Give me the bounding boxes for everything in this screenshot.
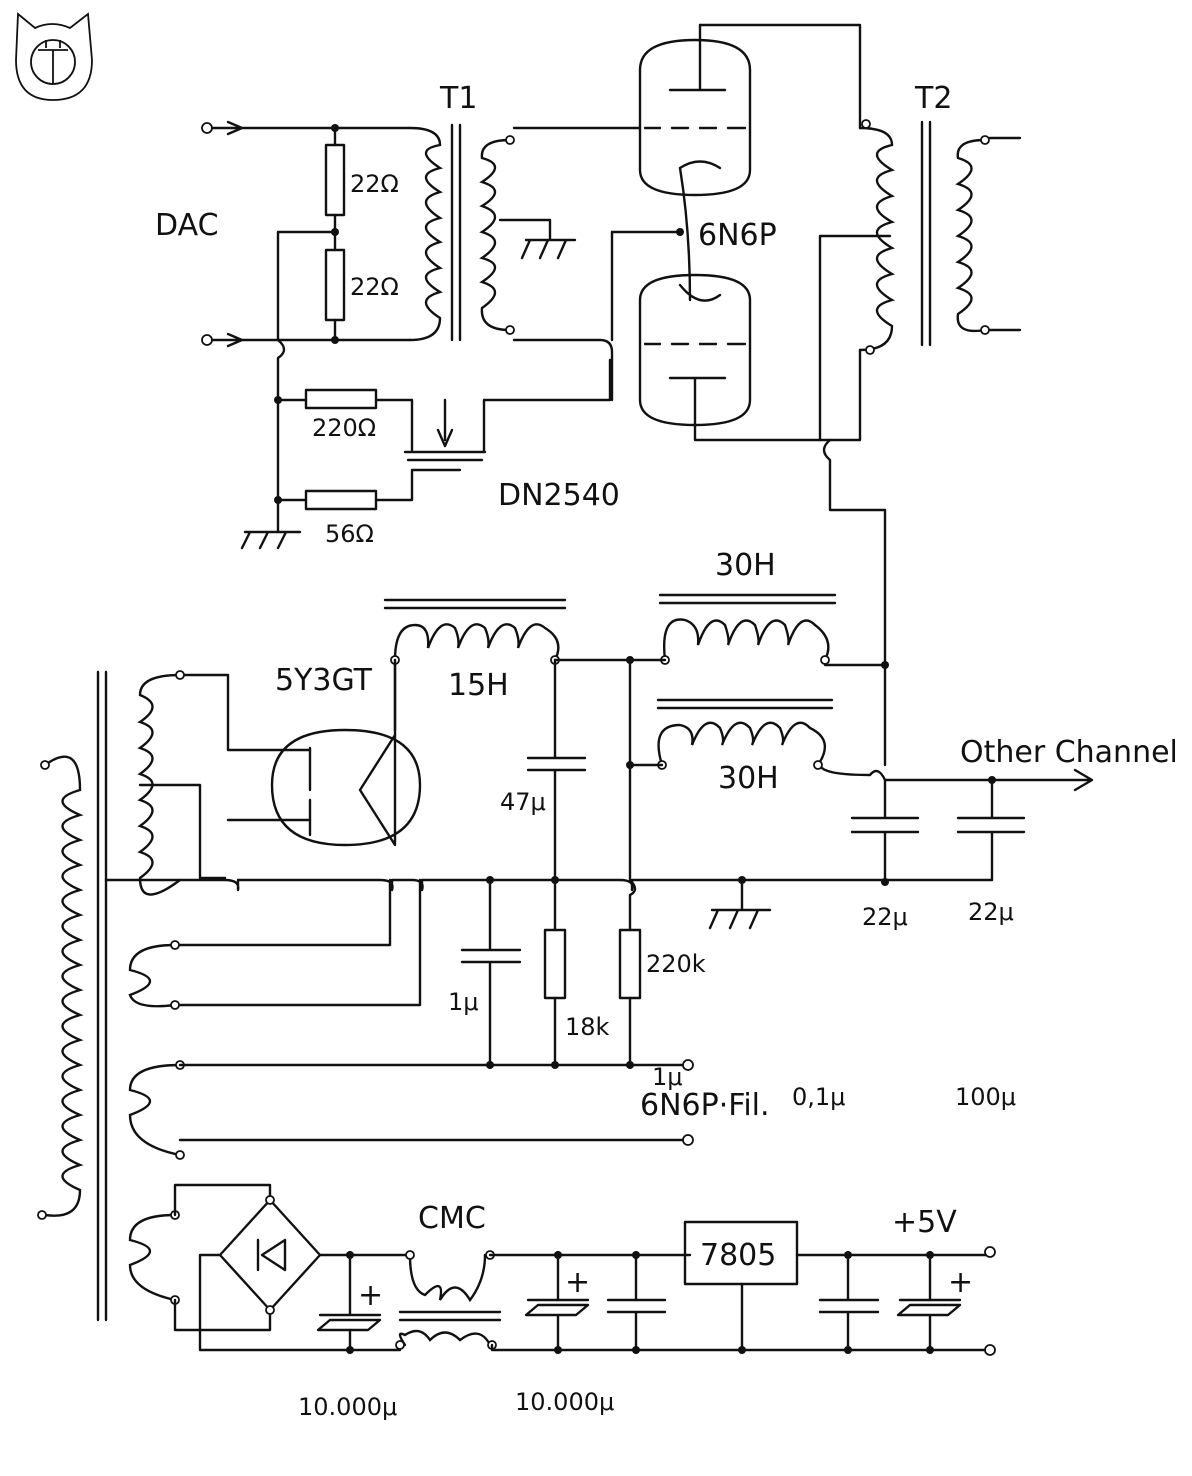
label-7805: 7805 [700, 1238, 776, 1273]
label-18k: 18k [565, 1013, 610, 1041]
label-plus-a: + [358, 1278, 383, 1313]
label-56-ohm: 56Ω [325, 520, 374, 548]
dac-terminal-bottom [201, 334, 213, 346]
label-other-channel: Other Channel [960, 735, 1178, 770]
label-22u-b: 22μ [968, 898, 1014, 926]
power-transformer [37, 670, 694, 1322]
label-t2: T2 [914, 81, 952, 116]
label-plus-b: + [565, 1265, 590, 1300]
resistor-18k [543, 928, 567, 1000]
dac-terminal-top [201, 122, 213, 134]
label-plus-5v: +5V [892, 1205, 957, 1240]
label-plus-c: + [948, 1265, 973, 1300]
label-1u-a: 1μ [448, 988, 479, 1016]
filter-network [104, 656, 1094, 1069]
transformer-t1 [408, 123, 642, 402]
resistor-22-a [324, 143, 346, 217]
choke-30h-b [656, 698, 834, 770]
cat-logo [15, 12, 93, 101]
label-t1: T1 [439, 81, 477, 116]
transformer-t2 [818, 119, 1022, 667]
label-30h-b: 30H [718, 761, 779, 796]
label-10000u-b: 10.000μ [515, 1388, 614, 1416]
common-mode-choke [393, 1250, 992, 1352]
label-220-ohm: 220Ω [312, 414, 376, 442]
label-10000u-a: 10.000μ [298, 1393, 397, 1421]
bridge-rectifier [173, 1183, 412, 1354]
label-100u: 100μ [955, 1083, 1016, 1111]
label-22-ohm-b: 22Ω [350, 273, 399, 301]
label-220k: 220k [646, 950, 706, 978]
labels: DAC T1 T2 6N6P 22Ω 22Ω 220Ω 56Ω DN2540 5… [155, 81, 1178, 1421]
label-cmc: CMC [418, 1201, 486, 1236]
resistor-220 [304, 388, 378, 410]
label-22-ohm-a: 22Ω [350, 170, 399, 198]
label-15h: 15H [448, 668, 509, 703]
choke-15h [383, 598, 567, 732]
resistor-220k [618, 928, 642, 1000]
regulator-section [524, 1220, 996, 1356]
choke-30h-a [658, 593, 837, 665]
tube-6n6p [610, 23, 862, 442]
label-47u: 47μ [500, 788, 546, 816]
label-22u-a: 22μ [862, 903, 908, 931]
resistor-22-b [324, 248, 346, 322]
label-dn2540: DN2540 [498, 478, 620, 513]
label-1u-b: 1μ [652, 1063, 683, 1091]
resistor-56 [304, 489, 378, 511]
label-0-1u: 0,1μ [792, 1083, 845, 1111]
label-5y3gt: 5Y3GT [275, 663, 373, 698]
dac-input-section [201, 120, 612, 550]
label-dac: DAC [155, 208, 219, 243]
label-6n6p-fil: 6N6P·Fil. [640, 1088, 770, 1123]
label-6n6p: 6N6P [698, 218, 777, 253]
mosfet-dn2540 [403, 358, 612, 462]
label-30h-a: 30H [715, 548, 776, 583]
